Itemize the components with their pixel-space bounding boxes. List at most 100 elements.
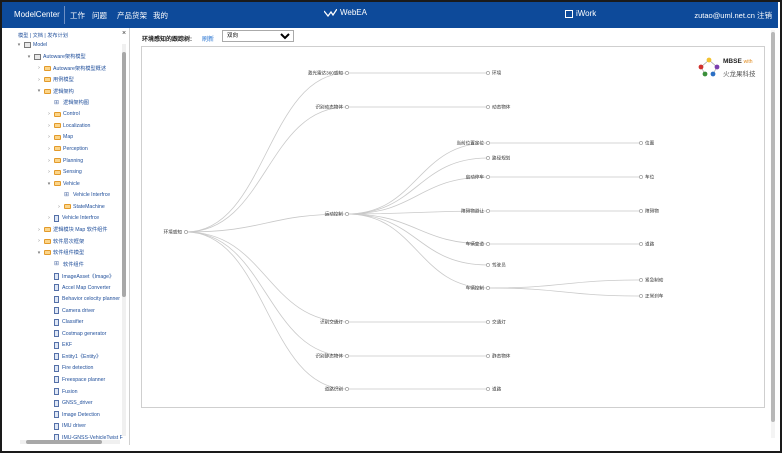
tree-node-dot[interactable] <box>639 242 643 246</box>
nav-work[interactable]: 工作 <box>70 11 85 20</box>
tree-node-dot[interactable] <box>345 387 349 391</box>
tree-node-label[interactable]: 静态物体 <box>492 353 511 360</box>
tree-node-label[interactable]: 启动停车 <box>466 174 485 181</box>
tree-node-label[interactable]: 正常刹车 <box>645 293 664 300</box>
tree-item[interactable]: ›StateMachine <box>56 202 105 212</box>
tree-item[interactable]: ›Planning <box>46 156 83 166</box>
tree-item[interactable]: ›Perception <box>46 144 88 154</box>
tree-item[interactable]: Accel Map Converter <box>46 283 110 293</box>
tree-node-label[interactable]: 道路 <box>645 241 655 248</box>
tree-item[interactable]: ⊞Vehicle Interfrce <box>56 190 110 200</box>
chevron-right-icon[interactable]: › <box>38 238 40 245</box>
tree-node-label[interactable]: 动态物体 <box>492 104 511 111</box>
nav-product-shelf[interactable]: 产品货架 <box>117 11 147 20</box>
tree-node-label[interactable]: 驾驶员 <box>492 262 506 269</box>
tree-item[interactable]: ›用例模型 <box>36 75 74 85</box>
tree-node-dot[interactable] <box>345 105 349 109</box>
tree-node-label[interactable]: 道路 <box>492 386 502 393</box>
nav-issues[interactable]: 问题 <box>92 11 107 20</box>
chevron-right-icon[interactable]: › <box>58 203 60 210</box>
tree-node-dot[interactable] <box>639 294 643 298</box>
tree-node-label[interactable]: 车位 <box>645 174 655 181</box>
tree-item[interactable]: Freespace planner <box>46 375 105 385</box>
sidebar-scroll-thumb[interactable] <box>122 52 126 297</box>
tree-node-label[interactable]: 车辆控制 <box>466 285 485 292</box>
tree-item[interactable]: Fusion <box>46 387 78 397</box>
tree-node-dot[interactable] <box>486 209 490 213</box>
tree-node-label[interactable]: 路径规划 <box>492 155 511 162</box>
main-vertical-scrollbar[interactable] <box>771 30 775 438</box>
tree-node-dot[interactable] <box>486 175 490 179</box>
tree-node-dot[interactable] <box>184 230 188 234</box>
tree-item[interactable]: GNSS_driver <box>46 398 93 408</box>
tree-item[interactable]: IMU driver <box>46 421 86 431</box>
tree-node-dot[interactable] <box>486 141 490 145</box>
nav-mine[interactable]: 我的 <box>153 11 168 20</box>
tree-item[interactable]: ›Map <box>46 132 73 142</box>
tree-node-dot[interactable] <box>486 263 490 267</box>
tree-node-label[interactable]: 紧急制动 <box>645 277 664 284</box>
tree-item[interactable]: ⊞逻辑架构图 <box>46 98 89 108</box>
tree-node-label[interactable]: 环境 <box>492 70 502 77</box>
tree-item[interactable]: Behavior celocity planner <box>46 294 120 304</box>
chevron-down-icon[interactable]: ▾ <box>37 88 41 95</box>
chevron-right-icon[interactable]: › <box>48 111 50 118</box>
tree-node-label[interactable]: 交通灯 <box>492 319 506 326</box>
tree-item[interactable]: ImageAsset《Image》 <box>46 271 114 281</box>
tree-item[interactable]: ▾逻辑架构 <box>36 86 74 96</box>
tree-item[interactable]: Classifier <box>46 317 83 327</box>
tree-node-dot[interactable] <box>345 320 349 324</box>
tree-node-label[interactable]: 障碍物 <box>645 208 659 215</box>
tree-item[interactable]: ›逻辑模块 Map 软件组件 <box>36 225 107 235</box>
tree-item[interactable]: ›Vehicle Interfrce <box>46 213 99 223</box>
tree-node-dot[interactable] <box>639 278 643 282</box>
tree-item[interactable]: Image Detection <box>46 410 100 420</box>
sidebar-hscroll-thumb[interactable] <box>26 440 102 444</box>
tree-node-dot[interactable] <box>486 320 490 324</box>
chevron-right-icon[interactable]: › <box>48 169 50 176</box>
tree-node-dot[interactable] <box>345 71 349 75</box>
refresh-link[interactable]: 刷新 <box>202 37 215 43</box>
sidebar-vertical-scrollbar[interactable] <box>122 44 126 436</box>
chevron-right-icon[interactable]: › <box>48 122 50 129</box>
tree-item[interactable]: Entity1《Entity》 <box>46 352 101 362</box>
tree-node-label[interactable]: 识别交通灯 <box>320 319 343 326</box>
tree-node-label[interactable]: 位置 <box>645 140 655 147</box>
tree-node-dot[interactable] <box>639 141 643 145</box>
sidebar-horizontal-scrollbar[interactable] <box>20 440 120 444</box>
tree-node-dot[interactable] <box>639 175 643 179</box>
tree-node-dot[interactable] <box>486 286 490 290</box>
tree-node-label[interactable]: 识别动态物体 <box>315 104 343 111</box>
tree-item[interactable]: ▾Model <box>16 40 47 50</box>
chevron-right-icon[interactable]: › <box>48 157 50 164</box>
tree-node-dot[interactable] <box>486 71 490 75</box>
tree-item[interactable]: Costmap generator <box>46 329 106 339</box>
chevron-down-icon[interactable]: ▾ <box>27 53 31 60</box>
chevron-right-icon[interactable]: › <box>38 226 40 233</box>
direction-select[interactable]: 双向 <box>222 30 294 42</box>
tree-node-dot[interactable] <box>486 105 490 109</box>
tree-node-label[interactable]: 识别静态物体 <box>315 353 343 360</box>
tree-node-dot[interactable] <box>345 354 349 358</box>
tree-node-label[interactable]: 环境感知 <box>164 229 183 236</box>
user-account-logout[interactable]: zutao@uml.net.cn 注销 <box>694 11 772 20</box>
tree-node-label[interactable]: 激光雷达360感知 <box>308 70 344 77</box>
tree-item[interactable]: ›Autoware架构模型概述 <box>36 63 106 73</box>
tree-item[interactable]: Camera driver <box>46 306 95 316</box>
chevron-right-icon[interactable]: › <box>38 65 40 72</box>
close-icon[interactable]: × <box>122 30 127 37</box>
brand-logo[interactable]: ModelCenter <box>14 10 60 19</box>
tree-item[interactable]: ▾Autoware架构模型 <box>26 52 86 62</box>
tree-item[interactable]: EKF <box>46 340 72 350</box>
tree-node-dot[interactable] <box>486 387 490 391</box>
chevron-right-icon[interactable]: › <box>38 76 40 83</box>
chevron-down-icon[interactable]: ▾ <box>47 180 51 187</box>
tree-item[interactable]: Fire detection <box>46 363 93 373</box>
iwork-link[interactable]: iWork <box>565 9 596 18</box>
tree-item[interactable]: ›软件层次框架 <box>36 236 84 246</box>
webea-link[interactable]: WebEA <box>324 8 367 17</box>
tree-node-label[interactable]: 车辆变道 <box>466 241 485 248</box>
tree-node-dot[interactable] <box>345 212 349 216</box>
tree-node-label[interactable]: 当前位置定位 <box>456 140 484 147</box>
chevron-right-icon[interactable]: › <box>48 134 50 141</box>
